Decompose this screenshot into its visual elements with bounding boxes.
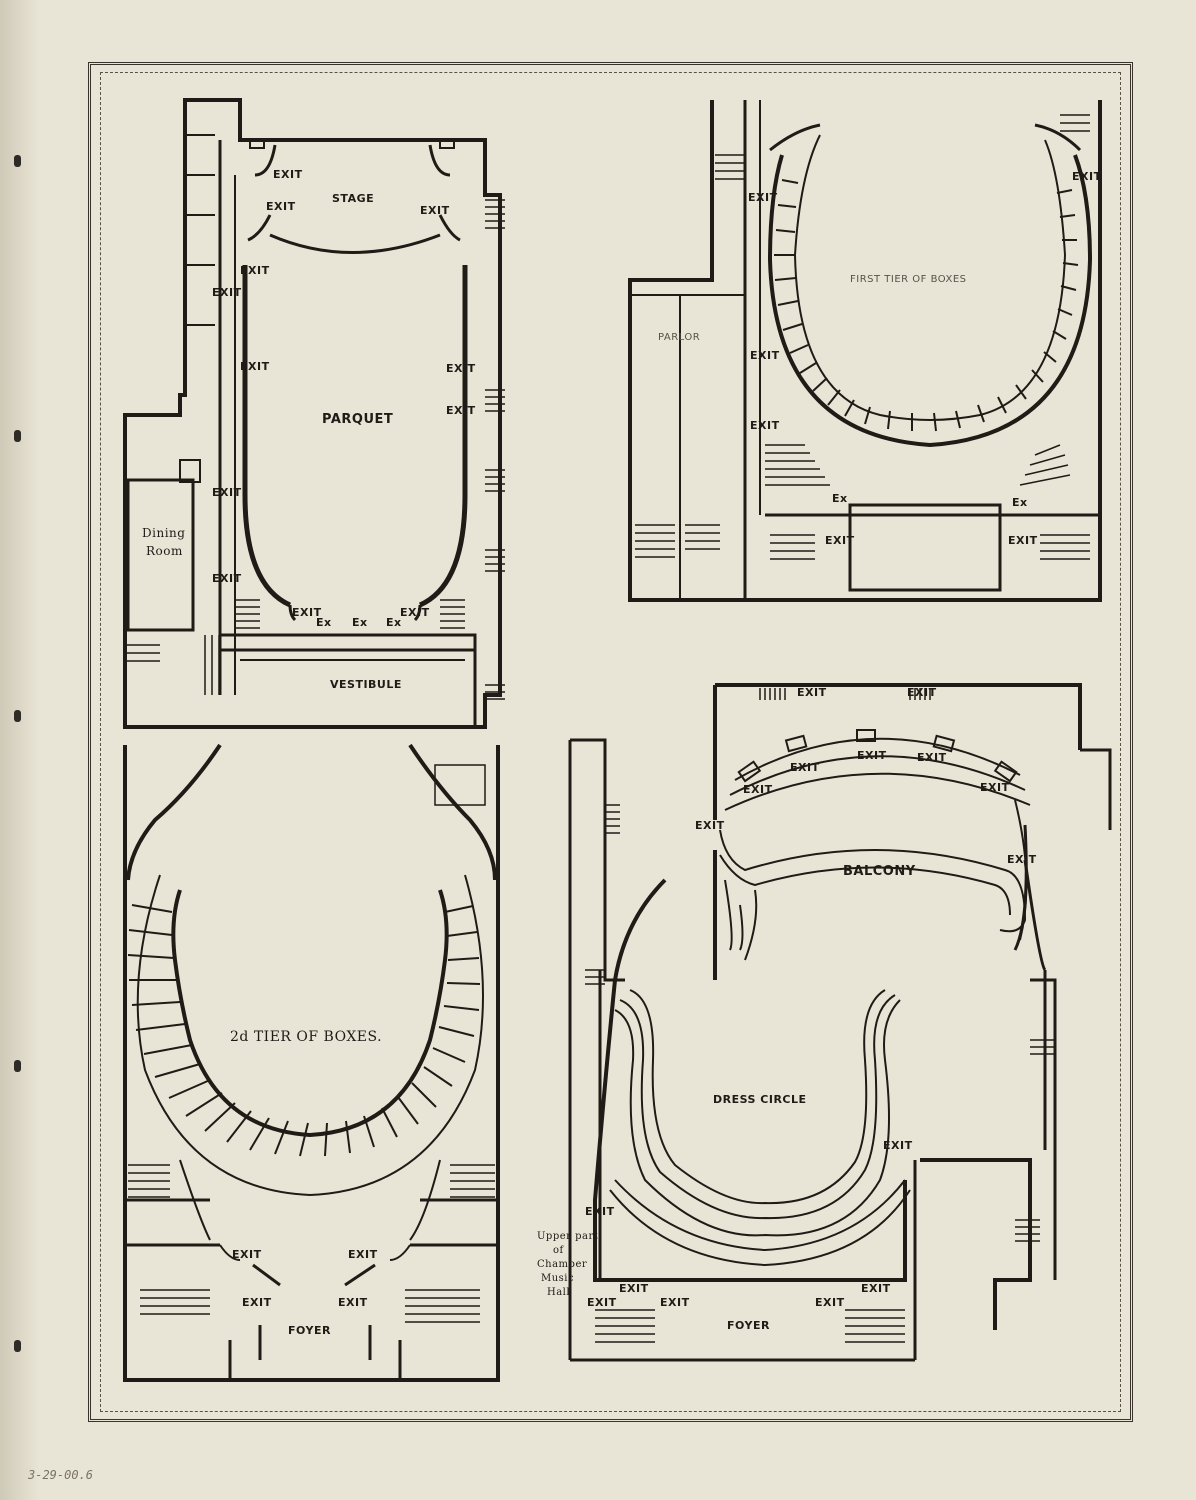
chamber-music-hall-label: Hall <box>547 1287 571 1298</box>
binding-hole <box>14 155 21 167</box>
exit-label: EXIT <box>240 264 270 277</box>
exit-label: EXIT <box>743 783 773 796</box>
dining-room-label: Dining <box>142 526 186 540</box>
first-tier-plan-drawing <box>628 100 1102 602</box>
exit-label: EXIT <box>797 686 827 699</box>
exit-label: EXIT <box>242 1296 272 1309</box>
exit-label: EXIT <box>212 572 242 585</box>
exit-label: EXIT <box>292 606 322 619</box>
exit-label: EXIT <box>750 419 780 432</box>
exit-label: EXIT <box>348 1248 378 1261</box>
parquet-label: PARQUET <box>322 412 394 427</box>
second-tier-title: 2d TIER OF BOXES. <box>230 1029 383 1045</box>
ex-label: Ex <box>352 616 368 629</box>
handwritten-date-annotation: 3-29-00.6 <box>28 1468 94 1482</box>
exit-label: EXIT <box>861 1282 891 1295</box>
parquet-plan-drawing <box>123 98 505 729</box>
exit-label: EXIT <box>400 606 430 619</box>
page-border <box>88 62 1133 1422</box>
exit-label: EXIT <box>790 761 820 774</box>
exit-label: EXIT <box>338 1296 368 1309</box>
exit-label: EXIT <box>815 1296 845 1309</box>
first-tier-floor-plan: FIRST TIER OF BOXES PARLOR EXIT EXIT EXI… <box>620 95 1110 610</box>
parlor-label: PARLOR <box>658 332 701 343</box>
parquet-floor-plan: STAGE PARQUET VESTIBULE Dining Room EXIT… <box>120 95 510 735</box>
exit-label: EXIT <box>980 781 1010 794</box>
balcony-floor-plan: BALCONY DRESS CIRCLE FOYER Upper part of… <box>525 680 1115 1390</box>
binding-hole <box>14 1340 21 1352</box>
exit-label: EXIT <box>1072 170 1102 183</box>
ex-label: Ex <box>1012 496 1028 509</box>
exit-label: EXIT <box>585 1205 615 1218</box>
exit-label: EXIT <box>619 1282 649 1295</box>
balcony-plan-drawing <box>568 683 1112 1362</box>
box-partitions <box>127 904 481 1157</box>
binding-hole <box>14 710 21 722</box>
chamber-music-hall-label: Music <box>541 1273 575 1284</box>
exit-label: EXIT <box>748 191 778 204</box>
exit-label: EXIT <box>420 204 450 217</box>
exit-label: EXIT <box>660 1296 690 1309</box>
binding-hole <box>14 1060 21 1072</box>
dining-room-label: Room <box>146 544 183 558</box>
chamber-music-hall-label: Upper part <box>537 1231 599 1242</box>
ex-label: Ex <box>832 492 848 505</box>
exit-label: EXIT <box>1007 853 1037 866</box>
exit-label: EXIT <box>883 1139 913 1152</box>
balcony-title: BALCONY <box>843 864 916 879</box>
exit-label: EXIT <box>907 686 937 699</box>
exit-label: EXIT <box>446 362 476 375</box>
exit-label: EXIT <box>273 168 303 181</box>
exit-label: EXIT <box>695 819 725 832</box>
exit-label: EXIT <box>212 486 242 499</box>
second-tier-plan-drawing <box>123 743 500 1382</box>
foyer-label: FOYER <box>727 1319 770 1332</box>
box-partitions <box>774 179 1079 432</box>
exit-label: EXIT <box>825 534 855 547</box>
chamber-music-hall-label: of <box>553 1245 564 1256</box>
ex-label: Ex <box>386 616 402 629</box>
exit-label: EXIT <box>917 751 947 764</box>
exit-label: EXIT <box>587 1296 617 1309</box>
exit-label: EXIT <box>750 349 780 362</box>
exit-label: EXIT <box>266 200 296 213</box>
exit-label: EXIT <box>240 360 270 373</box>
exit-label: EXIT <box>1008 534 1038 547</box>
parquet-stage-label: STAGE <box>332 192 375 205</box>
binding-hole <box>14 430 21 442</box>
dress-circle-label: DRESS CIRCLE <box>713 1093 807 1106</box>
exit-label: EXIT <box>212 286 242 299</box>
first-tier-title: FIRST TIER OF BOXES <box>850 274 967 285</box>
foyer-label: FOYER <box>288 1324 331 1337</box>
parquet-vestibule-label: VESTIBULE <box>330 678 402 691</box>
exit-label: EXIT <box>446 404 476 417</box>
page-border-inner <box>100 72 1121 1412</box>
chamber-music-hall-label: Chamber <box>537 1259 588 1270</box>
exit-label: EXIT <box>232 1248 262 1261</box>
second-tier-floor-plan: 2d TIER OF BOXES. FOYER EXIT EXIT EXIT E… <box>120 740 505 1385</box>
exit-label: EXIT <box>857 749 887 762</box>
page-edge-shadow <box>0 0 40 1500</box>
ex-label: Ex <box>316 616 332 629</box>
